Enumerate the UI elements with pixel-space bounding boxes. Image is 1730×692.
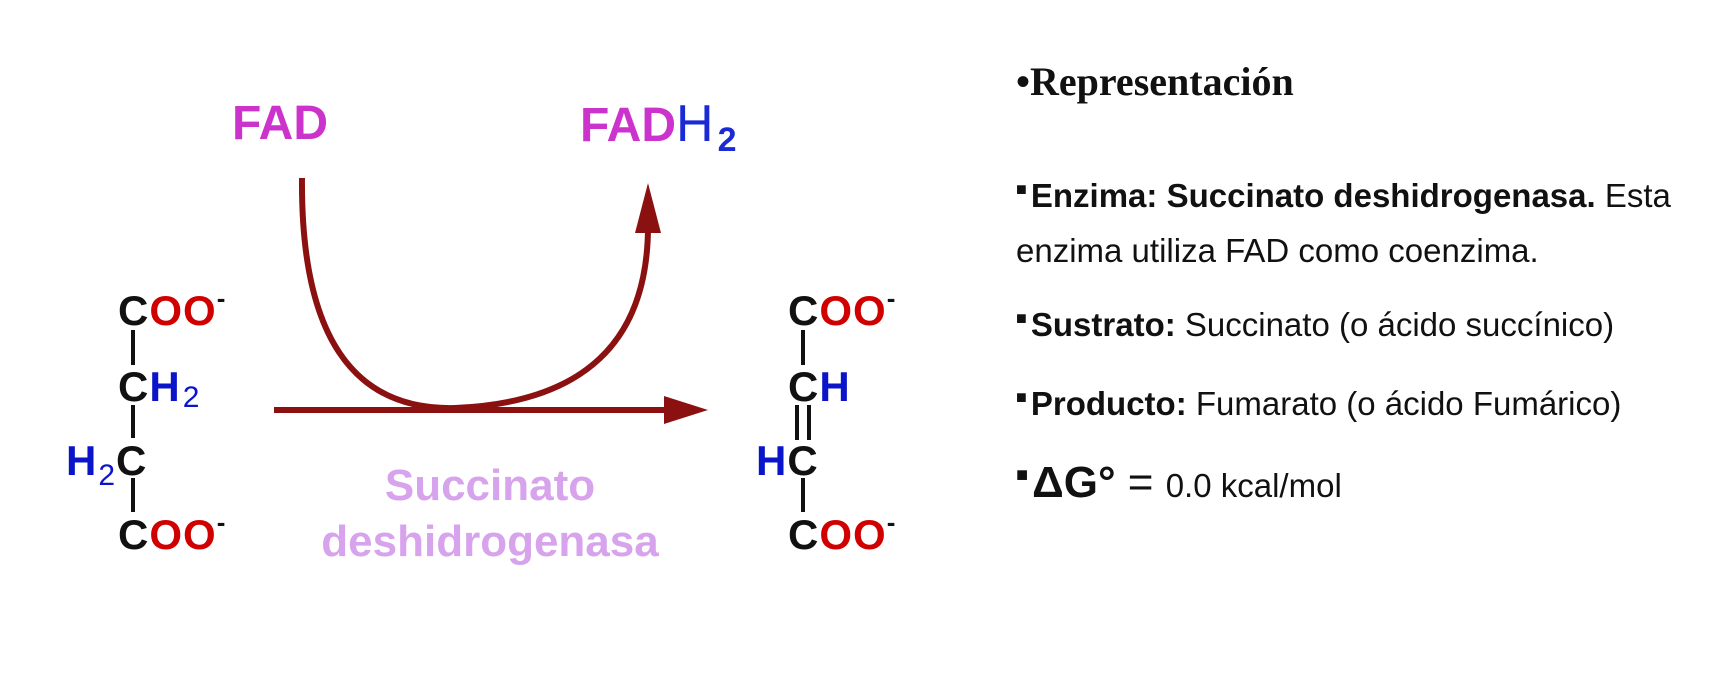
product-carbon-4: COO- xyxy=(788,509,896,558)
cofactor-fadh2-h: H xyxy=(676,95,714,153)
substrate-label: Sustrato: xyxy=(1030,306,1176,343)
substrate-carbon-4: COO- xyxy=(118,509,226,558)
cofactor-fadh2-main: FAD xyxy=(580,99,676,152)
enzyme-label-line-2: deshidrogenasa xyxy=(321,517,659,566)
bullet-icon: ■ xyxy=(1016,179,1027,199)
atom-c: C xyxy=(118,287,150,334)
product-carbon-1: COO- xyxy=(788,285,896,334)
atom-h: H xyxy=(149,363,181,410)
substrate-carbon-1: COO- xyxy=(118,285,226,334)
cofactor-fad-label: FAD xyxy=(232,97,328,150)
substrate-carbon-3: H2C xyxy=(66,437,148,491)
delta-g-equals: = xyxy=(1115,458,1166,507)
atom-oo: OO xyxy=(149,511,217,558)
substrate-carbon-2: CH2 xyxy=(118,363,200,413)
atom-c: C xyxy=(118,511,150,558)
info-item-enzyme: ■Enzima: Succinato deshidrogenasa. Esta … xyxy=(1016,171,1716,276)
enzyme-label: Succinato deshidrogenasa xyxy=(290,458,690,570)
reaction-arrowhead xyxy=(664,396,708,424)
atom-oo: OO xyxy=(149,287,217,334)
product-label: Producto: xyxy=(1030,385,1187,422)
info-item-substrate: ■Sustrato: Succinato (o ácido succínico) xyxy=(1016,300,1716,355)
panel-title: •Representación xyxy=(1016,58,1716,105)
atom-oo: OO xyxy=(819,287,887,334)
info-item-delta-g: ■ΔG° = 0.0 kcal/mol xyxy=(1016,458,1716,516)
info-item-product: ■Producto: Fumarato (o ácido Fumárico) xyxy=(1016,379,1716,434)
charge: - xyxy=(216,507,227,537)
atom-h: H xyxy=(756,437,788,484)
cofactor-fadh2-sub: 2 xyxy=(717,121,737,159)
cofactor-arrowhead xyxy=(635,183,661,233)
cofactor-fad: FAD xyxy=(232,100,328,148)
delta-g-value: 0.0 kcal/mol xyxy=(1165,467,1342,504)
product-bonds xyxy=(795,330,811,512)
bullet-icon: ■ xyxy=(1016,308,1027,328)
product-carbon-2: CH xyxy=(788,366,851,408)
title-bullet: • xyxy=(1016,59,1031,104)
bullet-icon: ■ xyxy=(1016,464,1029,486)
subscript: 2 xyxy=(98,459,117,492)
atom-c: C xyxy=(116,437,148,484)
subscript: 2 xyxy=(182,381,201,414)
charge: - xyxy=(886,507,897,537)
atom-c: C xyxy=(788,363,820,410)
reaction-arrows xyxy=(131,177,811,512)
delta-g-label: ΔG° xyxy=(1032,458,1116,507)
charge: - xyxy=(216,283,227,313)
atom-c: C xyxy=(787,437,819,484)
atom-c: C xyxy=(788,287,820,334)
enzyme-label-line-1: Succinato xyxy=(384,461,596,510)
atom-h: H xyxy=(66,437,98,484)
bullet-icon: ■ xyxy=(1016,387,1027,407)
product-value: Fumarato (o ácido Fumárico) xyxy=(1186,385,1622,422)
enzyme-description: Esta enzima utiliza FAD como coenzima. xyxy=(1016,177,1671,269)
substrate-value: Succinato (o ácido succínico) xyxy=(1175,306,1615,343)
atom-c: C xyxy=(118,363,150,410)
product-carbon-3: HC xyxy=(756,440,819,482)
info-panel: •Representación ■Enzima: Succinato deshi… xyxy=(1016,58,1716,540)
panel-title-text: Representación xyxy=(1030,59,1294,104)
atom-oo: OO xyxy=(819,511,887,558)
atom-c: C xyxy=(788,511,820,558)
atom-h: H xyxy=(819,363,851,410)
enzyme-label-text: Enzima: Succinato deshidrogenasa. xyxy=(1030,177,1596,214)
charge: - xyxy=(886,283,897,313)
cofactor-curve-arrow xyxy=(298,177,651,412)
